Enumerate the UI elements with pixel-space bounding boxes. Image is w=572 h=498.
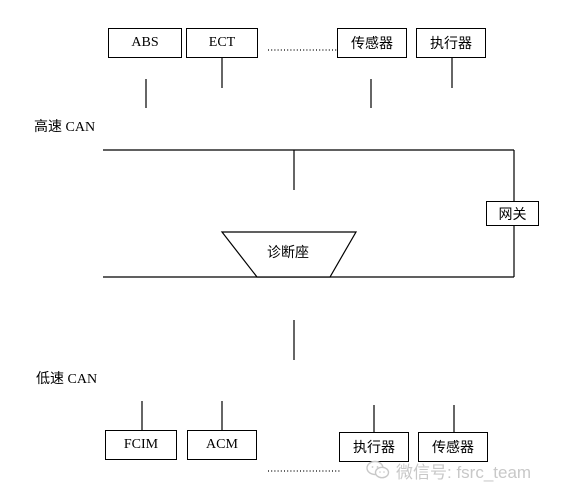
node-hs-actuator: 执行器 (416, 28, 486, 58)
wechat-watermark: 微信号: fsrc_team (366, 458, 531, 482)
node-hs-actuator-label: 执行器 (430, 37, 472, 52)
node-acm: ACM (187, 430, 257, 460)
gateway-label: 网关 (498, 207, 527, 223)
node-fcim: FCIM (105, 430, 177, 460)
node-abs-label: ABS (131, 35, 159, 50)
node-ect: ECT (186, 28, 258, 58)
low-speed-can-label: 低速 CAN (36, 372, 98, 387)
high-speed-can-label: 高速 CAN (34, 120, 96, 135)
node-abs: ABS (108, 28, 182, 58)
node-hs-sensor-label: 传感器 (351, 37, 393, 52)
node-hs-sensor: 传感器 (337, 28, 407, 58)
node-acm-label: ACM (206, 437, 238, 452)
node-ls-sensor-label: 传感器 (432, 441, 474, 456)
node-ect-label: ECT (208, 35, 236, 50)
wechat-icon (366, 460, 390, 479)
gateway-box: 网关 (486, 201, 539, 226)
node-ls-actuator: 执行器 (339, 432, 409, 462)
watermark-text: 微信号: fsrc_team (396, 462, 532, 482)
node-ls-actuator-label: 执行器 (353, 441, 395, 456)
diagnostic-socket-shape (220, 231, 358, 278)
node-ls-sensor: 传感器 (418, 432, 488, 462)
node-fcim-label: FCIM (123, 437, 159, 452)
diagnostic-socket-label: 诊断座 (267, 246, 309, 261)
